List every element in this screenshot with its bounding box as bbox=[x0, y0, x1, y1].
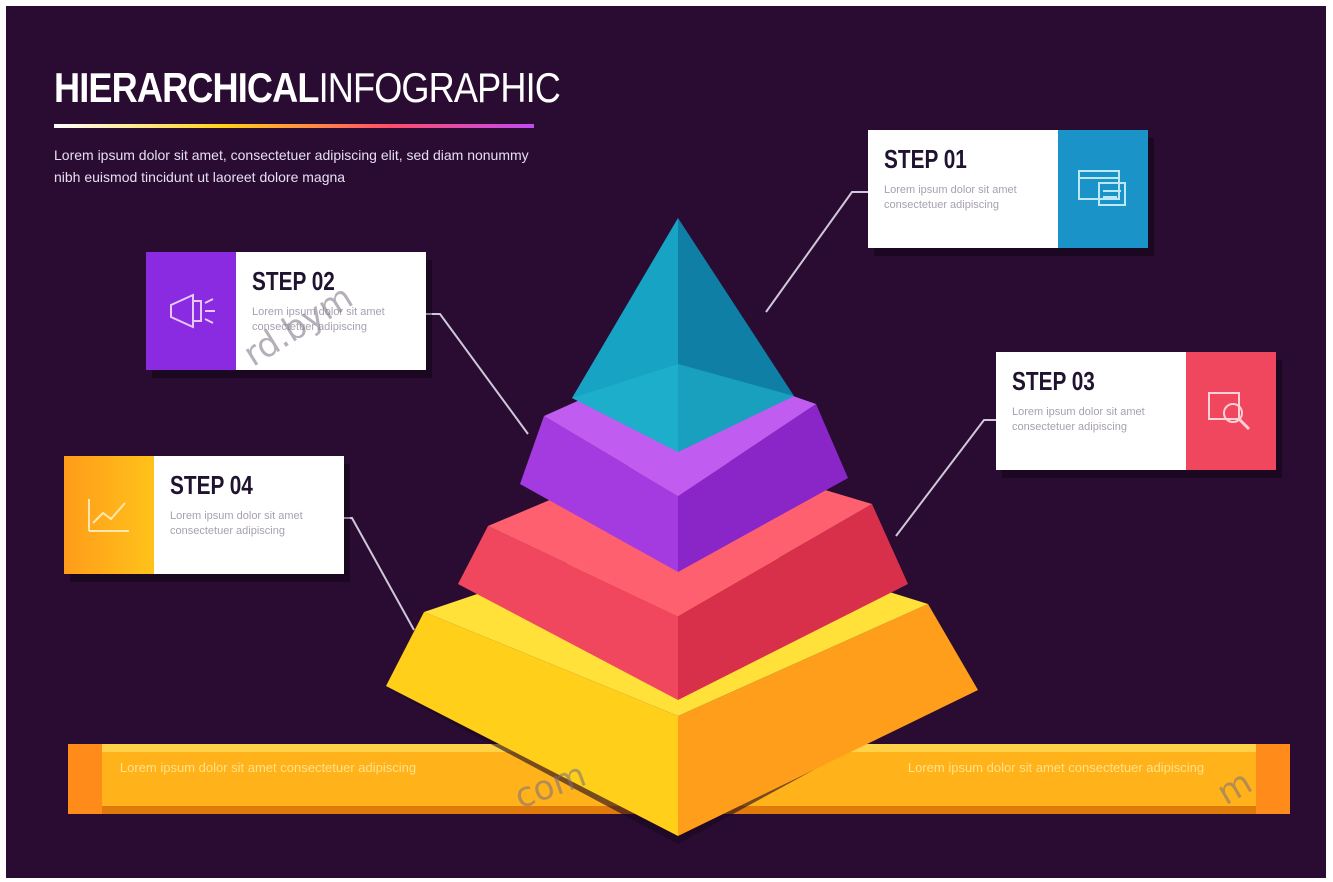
pyramid-diagram bbox=[68, 191, 1290, 844]
step-03-text: Lorem ipsum dolor sit amet consectetuer … bbox=[1012, 406, 1145, 433]
banner-right-text: Lorem ipsum dolor sit amet consectetuer … bbox=[907, 760, 1205, 775]
title-description: Lorem ipsum dolor sit amet, consectetuer… bbox=[54, 147, 529, 185]
infographic-canvas: HIERARCHICALINFOGRAPHIC Lorem ipsum dolo… bbox=[6, 6, 1326, 878]
step-04-text: Lorem ipsum dolor sit amet consectetuer … bbox=[170, 510, 303, 537]
step-02-label: STEP 02 bbox=[252, 266, 335, 296]
title-bold: HIERARCHICAL bbox=[54, 64, 319, 111]
pyramid-tier-1 bbox=[572, 218, 794, 452]
step-04-card: STEP 04 Lorem ipsum dolor sit amet conse… bbox=[64, 456, 344, 574]
step-03-card: STEP 03 Lorem ipsum dolor sit amet conse… bbox=[996, 352, 1276, 470]
page-title: HIERARCHICALINFOGRAPHIC bbox=[54, 64, 561, 112]
chart-icon bbox=[88, 499, 129, 532]
connector-lines bbox=[340, 191, 998, 631]
search-icon bbox=[1208, 392, 1251, 431]
step-02-card: STEP 02 Lorem ipsum dolor sit amet conse… bbox=[146, 252, 426, 370]
megaphone-icon bbox=[170, 293, 215, 329]
step-01-card: STEP 01 Lorem ipsum dolor sit amet conse… bbox=[868, 130, 1148, 248]
title-underline bbox=[54, 124, 534, 128]
step-01-text: Lorem ipsum dolor sit amet consectetuer … bbox=[884, 184, 1017, 211]
step-03-label: STEP 03 bbox=[1012, 366, 1095, 396]
step-04-icon-box bbox=[64, 456, 154, 574]
step-01-label: STEP 01 bbox=[884, 144, 967, 174]
step-04-label: STEP 04 bbox=[170, 470, 253, 500]
step-02-icon-box bbox=[146, 252, 236, 370]
step-02-text: Lorem ipsum dolor sit amet consectetuer … bbox=[252, 306, 385, 333]
web-browser-icon bbox=[1078, 170, 1126, 206]
step-01-text-box: STEP 01 Lorem ipsum dolor sit amet conse… bbox=[868, 130, 1058, 248]
title-light: INFOGRAPHIC bbox=[318, 64, 561, 111]
step-04-text-box: STEP 04 Lorem ipsum dolor sit amet conse… bbox=[154, 456, 344, 574]
step-02-text-box: STEP 02 Lorem ipsum dolor sit amet conse… bbox=[236, 252, 426, 370]
step-03-text-box: STEP 03 Lorem ipsum dolor sit amet conse… bbox=[996, 352, 1186, 470]
step-03-icon-box bbox=[1186, 352, 1276, 470]
step-01-icon-box bbox=[1058, 130, 1148, 248]
banner-left-text: Lorem ipsum dolor sit amet consectetuer … bbox=[119, 760, 417, 775]
